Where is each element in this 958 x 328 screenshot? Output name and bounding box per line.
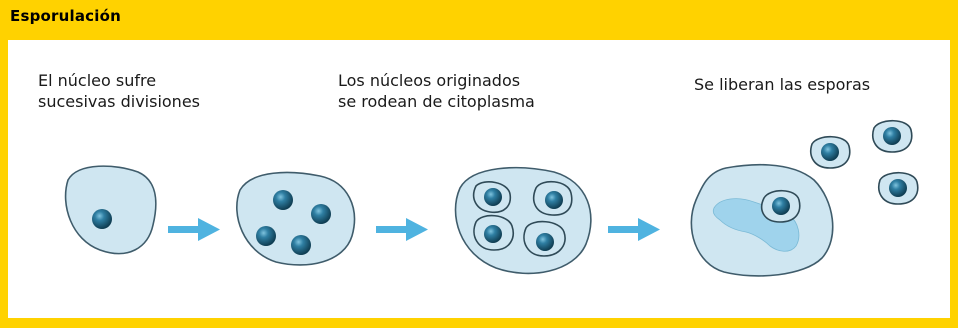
released-spore <box>810 135 851 169</box>
cell-stage-1 <box>64 165 157 255</box>
step-2-caption-line-2: se rodean de citoplasma <box>338 92 535 111</box>
cell-stage-2 <box>236 171 356 266</box>
step-1-caption: El núcleo sufre sucesivas divisiones <box>38 70 200 112</box>
cell-stage-4 <box>690 163 834 277</box>
spore <box>760 189 801 223</box>
arrow-icon <box>608 218 660 241</box>
released-spore <box>872 119 913 153</box>
step-1-caption-line-2: sucesivas divisiones <box>38 92 200 111</box>
spore <box>472 181 512 214</box>
nucleus <box>92 209 112 229</box>
step-3-caption-line-1: Se liberan las esporas <box>694 75 871 94</box>
spore <box>523 220 566 257</box>
spore <box>473 214 514 251</box>
arrow-icon <box>168 218 220 241</box>
step-2-caption: Los núcleos originados se rodean de cito… <box>338 70 535 112</box>
nucleus <box>273 190 293 210</box>
step-1-caption-line-1: El núcleo sufre <box>38 71 157 90</box>
nucleus <box>291 235 311 255</box>
released-spore <box>878 171 919 205</box>
spore <box>532 180 573 216</box>
cell-membrane <box>454 166 592 275</box>
step-2-caption-line-1: Los núcleos originados <box>338 71 521 90</box>
step-3-caption: Se liberan las esporas <box>694 74 870 95</box>
diagram-title: Esporulación <box>10 7 121 25</box>
sporulation-diagram <box>64 119 919 277</box>
arrow-icon <box>376 218 428 241</box>
cell-membrane <box>64 165 157 255</box>
diagram-panel: El núcleo sufre sucesivas divisiones Los… <box>8 40 950 318</box>
nucleus <box>311 204 331 224</box>
cell-stage-3 <box>454 166 592 275</box>
nucleus <box>256 226 276 246</box>
